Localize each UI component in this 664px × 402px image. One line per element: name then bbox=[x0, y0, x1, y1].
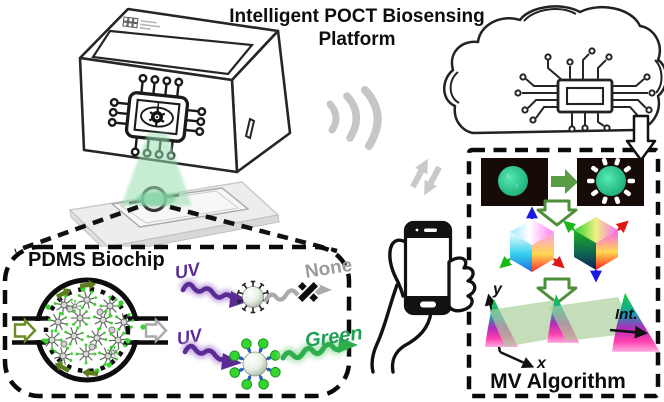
uv-wave-arrow-1 bbox=[178, 279, 250, 308]
pdms-biochip-panel: PDMS Biochip bbox=[2, 244, 364, 399]
cloud-computing-chip-icon bbox=[443, 5, 664, 135]
university-logo bbox=[122, 16, 161, 30]
rgb-color-cube-left bbox=[499, 206, 565, 272]
phone-camera-dot bbox=[415, 228, 419, 232]
zoom-callout-lines bbox=[14, 204, 338, 254]
rgb-color-cube-right bbox=[563, 217, 629, 283]
uv-wave-arrow-2 bbox=[180, 341, 242, 370]
axis-label-intensity: Int. bbox=[615, 306, 638, 323]
figure-title-line1: Intelligent POCT Biosensing bbox=[229, 6, 484, 27]
process-arrow-right bbox=[551, 169, 578, 194]
inlet-arrow bbox=[13, 317, 37, 344]
wifi-signal-icon bbox=[326, 86, 382, 150]
device-screen bbox=[91, 29, 255, 76]
axis-label-y: y bbox=[492, 281, 503, 298]
mv-panel-title: MV Algorithm bbox=[490, 370, 626, 393]
uv-label-1: UV bbox=[173, 259, 203, 283]
blocked-emission-icon bbox=[263, 279, 332, 305]
device-side-port bbox=[244, 117, 256, 140]
cloud-to-panel-arrow bbox=[625, 114, 657, 162]
mv-algorithm-panel: y x Int. MV Algorithm bbox=[466, 147, 661, 399]
phone-speaker bbox=[424, 228, 437, 232]
hand-holding-smartphone-icon bbox=[370, 220, 477, 374]
poct-reader-box-icon bbox=[78, 7, 292, 174]
data-sync-arrows-icon bbox=[410, 158, 442, 196]
particle-suspension bbox=[40, 279, 146, 379]
labeled-nanoparticle-icon bbox=[227, 336, 283, 392]
microfluidic-chamber-icon bbox=[8, 277, 168, 383]
step-down-arrow-1 bbox=[536, 199, 578, 227]
green-emission-arrow bbox=[278, 337, 358, 364]
roi-image-raw bbox=[481, 158, 548, 206]
figure-title-line2: Platform bbox=[318, 29, 395, 50]
pdms-panel-title: PDMS Biochip bbox=[28, 249, 165, 271]
aperture-gear-icon bbox=[148, 108, 166, 126]
bare-nanoparticle-icon bbox=[236, 280, 270, 314]
fingers bbox=[447, 256, 477, 313]
outlet-arrow bbox=[144, 317, 168, 344]
cross-x-icon bbox=[295, 279, 321, 305]
phone-home-button bbox=[420, 301, 436, 308]
color-gamut-3d-plot: y x Int. bbox=[484, 281, 660, 372]
cloud-chip bbox=[514, 47, 656, 133]
detection-beam bbox=[121, 133, 192, 206]
roi-image-detected bbox=[577, 157, 644, 206]
axis-label-x: x bbox=[536, 355, 547, 372]
